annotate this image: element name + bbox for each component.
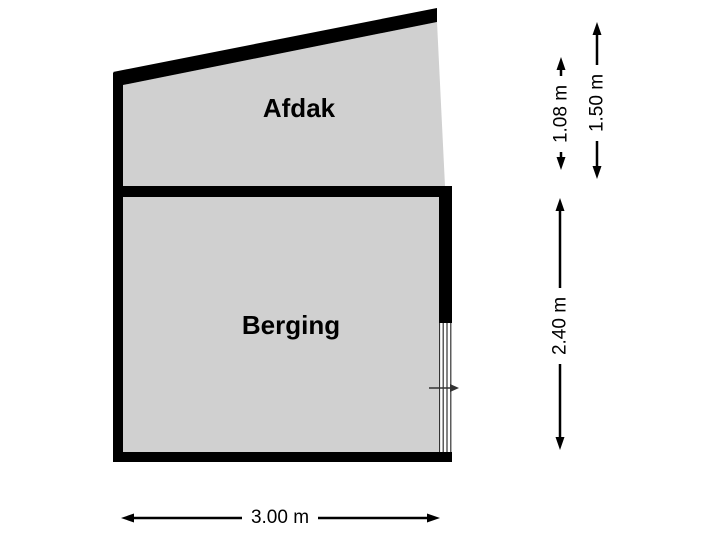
dimension-label: 1.50 m xyxy=(587,74,608,132)
door-direction-arrow xyxy=(429,384,459,392)
dimension-1-08: 1.08 m xyxy=(547,57,575,170)
arrow-up-icon xyxy=(556,57,566,70)
room-label-berging: Berging xyxy=(242,310,340,340)
arrow-down-icon xyxy=(592,166,602,179)
dimension-label: 1.08 m xyxy=(551,85,572,143)
dimension-label-bg xyxy=(547,76,575,152)
arrow-down-icon xyxy=(555,437,565,450)
berging-floor xyxy=(123,197,439,452)
dimension-2-40: 2.40 m xyxy=(546,198,574,450)
arrow-right-icon xyxy=(427,513,440,523)
bottom-wall xyxy=(113,452,452,462)
afdak-floor xyxy=(123,22,445,186)
dimension-1-50: 1.50 m xyxy=(583,22,611,179)
dimension-label-bg xyxy=(546,288,574,364)
dimension-label-bg xyxy=(242,504,318,531)
dimension-label: 3.00 m xyxy=(251,507,309,528)
divider-wall xyxy=(113,186,452,197)
top-sloped-wall xyxy=(113,8,437,85)
dimension-3-00: 3.00 m xyxy=(121,504,440,531)
room-label-afdak: Afdak xyxy=(263,93,336,123)
arrow-down-icon xyxy=(556,157,566,170)
right-wall xyxy=(439,186,452,323)
dimension-label: 2.40 m xyxy=(550,297,571,355)
dimension-label-bg xyxy=(583,65,611,141)
arrow-left-icon xyxy=(121,513,134,523)
door-arrow-head xyxy=(450,384,459,392)
arrow-up-icon xyxy=(592,22,602,35)
arrow-up-icon xyxy=(555,198,565,211)
left-wall xyxy=(113,73,123,462)
